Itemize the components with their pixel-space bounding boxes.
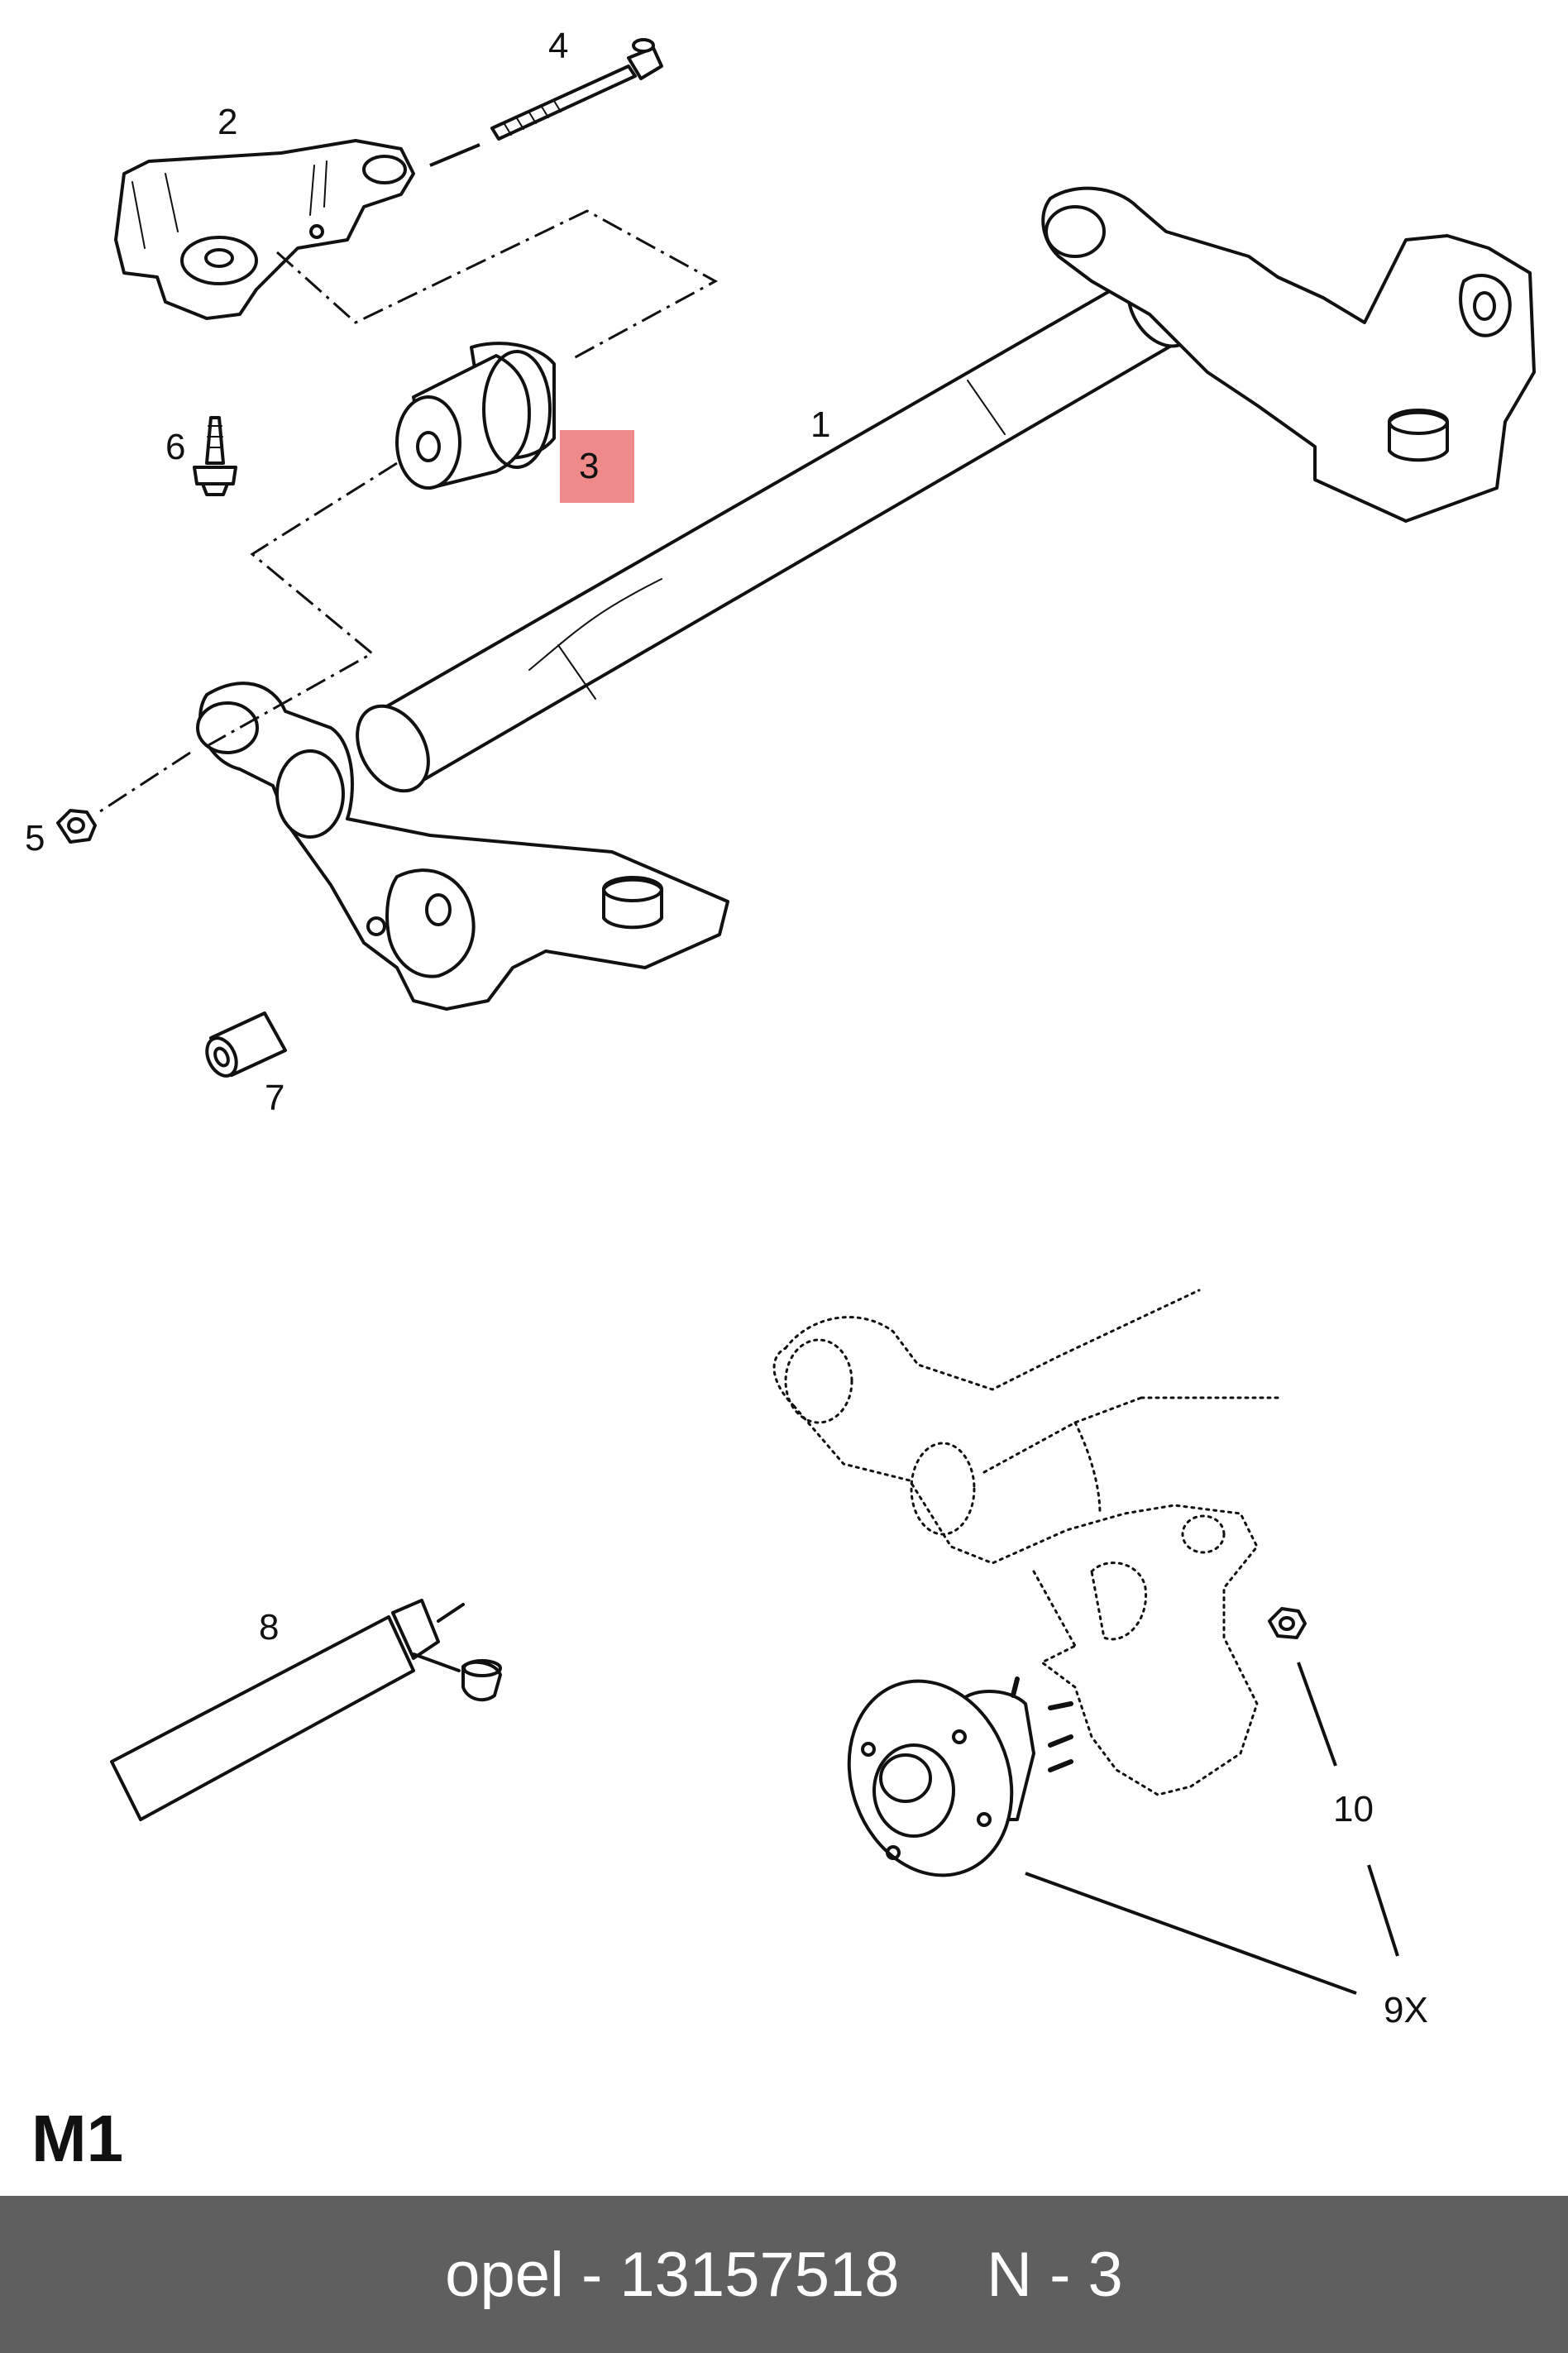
callout-3: 3	[579, 446, 599, 486]
callout-10: 10	[1333, 1789, 1374, 1829]
nut-5	[56, 809, 97, 844]
small-bolt-6	[193, 416, 237, 496]
sheet-label: M1	[31, 2102, 124, 2175]
callout-8: 8	[259, 1607, 279, 1648]
callout-4: 4	[548, 26, 568, 66]
footer-part-number: opel - 13157518 N - 3	[445, 2239, 1123, 2310]
nut-10	[1268, 1607, 1307, 1639]
leader-lines	[429, 143, 1399, 1995]
axle-bush	[395, 342, 556, 490]
assembly-lines	[94, 209, 719, 816]
callout-6: 6	[165, 427, 185, 467]
callout-1: 1	[810, 404, 830, 445]
long-bolt	[490, 38, 663, 141]
rear-axle-beam	[196, 186, 1536, 1011]
mounting-bracket	[114, 139, 415, 320]
highlighted-part-marker	[560, 430, 634, 503]
callout-2: 2	[218, 102, 237, 142]
callout-9x: 9X	[1384, 1990, 1428, 2030]
wheel-hub	[847, 1676, 1073, 1877]
footer-bar: opel - 13157518 N - 3	[0, 2196, 1568, 2353]
callout-5: 5	[25, 818, 45, 858]
wheel-speed-sensor	[110, 1599, 502, 1821]
exploded-parts-diagram: 1 2 3 4 5 6 7 8 10 9X	[25, 26, 1536, 2030]
callout-7: 7	[265, 1078, 284, 1118]
sleeve-7	[205, 1012, 287, 1078]
ghosted-axle-reference	[772, 1289, 1284, 1796]
